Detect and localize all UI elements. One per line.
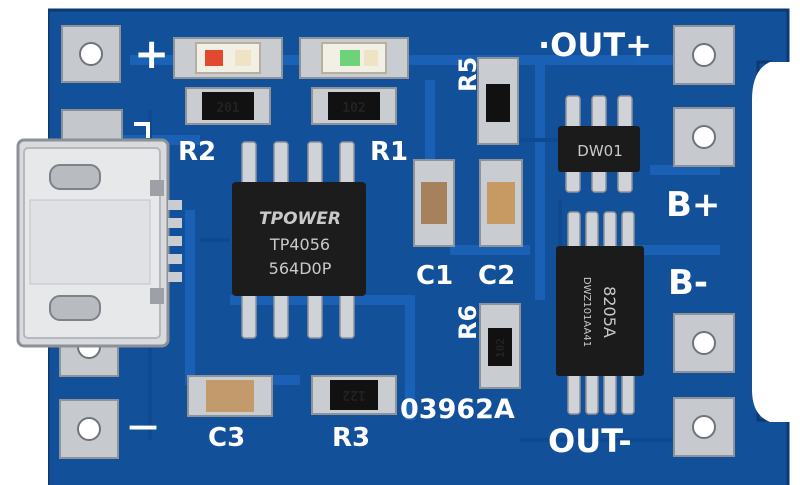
label-b-plus: B+ [666, 185, 720, 225]
label-r1: R1 [370, 137, 408, 167]
tp4056-brand: TPOWER [259, 209, 341, 229]
label-input-minus: — [128, 409, 158, 444]
usb-silk-marker [134, 122, 150, 138]
fs8205-model: 8205A [600, 286, 619, 338]
label-board-code: 03962A [400, 394, 515, 425]
dw01-marking: DW01 [577, 142, 622, 160]
label-c2: C2 [478, 261, 515, 291]
resistor-r5 [477, 57, 519, 145]
micro-usb-connector-icon [16, 109, 182, 348]
fs8205-chip: 8205A DWZ101AA41 [556, 211, 644, 415]
plated-mounting-hole-icon [79, 42, 103, 66]
resistor-r3: 122 [311, 375, 397, 415]
smd-led-icon [173, 37, 283, 79]
resistor-r1: 102 [311, 87, 397, 125]
board-notch [752, 62, 800, 422]
plated-mounting-hole-icon [692, 331, 716, 355]
resistor-r2-code: 201 [216, 101, 240, 116]
plated-mounting-hole-icon [692, 415, 716, 439]
smd-led-icon [299, 37, 409, 79]
label-r5: R5 [454, 57, 482, 92]
label-input-plus: + [134, 29, 169, 78]
resistor-r6: 102 [479, 303, 521, 389]
plated-mounting-hole-icon [692, 125, 716, 149]
resistor-r6-code: 102 [494, 338, 507, 358]
label-c1: C1 [416, 261, 453, 291]
resistor-r1-code: 102 [342, 101, 365, 116]
resistor-r3-code: 122 [342, 387, 365, 402]
tp4056-chip: TPOWER TP4056 564D0P [232, 141, 366, 339]
capacitor-c3 [187, 375, 273, 417]
label-out-plus: ·OUT+ [538, 26, 652, 64]
label-r6: R6 [454, 305, 482, 340]
capacitor-c1 [413, 159, 455, 247]
label-c3: C3 [208, 423, 245, 453]
capacitor-c2 [479, 159, 523, 247]
plated-mounting-hole-icon [692, 43, 716, 67]
label-out-minus: OUT- [548, 422, 632, 460]
fs8205-lot: DWZ101AA41 [581, 277, 592, 347]
dw01-chip: DW01 [558, 95, 640, 193]
tp4056-model: TP4056 [269, 235, 330, 254]
plated-mounting-hole-icon [77, 417, 101, 441]
tp4056-lot: 564D0P [269, 259, 332, 278]
resistor-r2: 201 [185, 87, 271, 125]
label-b-minus: B- [668, 263, 708, 303]
label-r3: R3 [332, 423, 370, 453]
label-r2: R2 [178, 137, 216, 167]
